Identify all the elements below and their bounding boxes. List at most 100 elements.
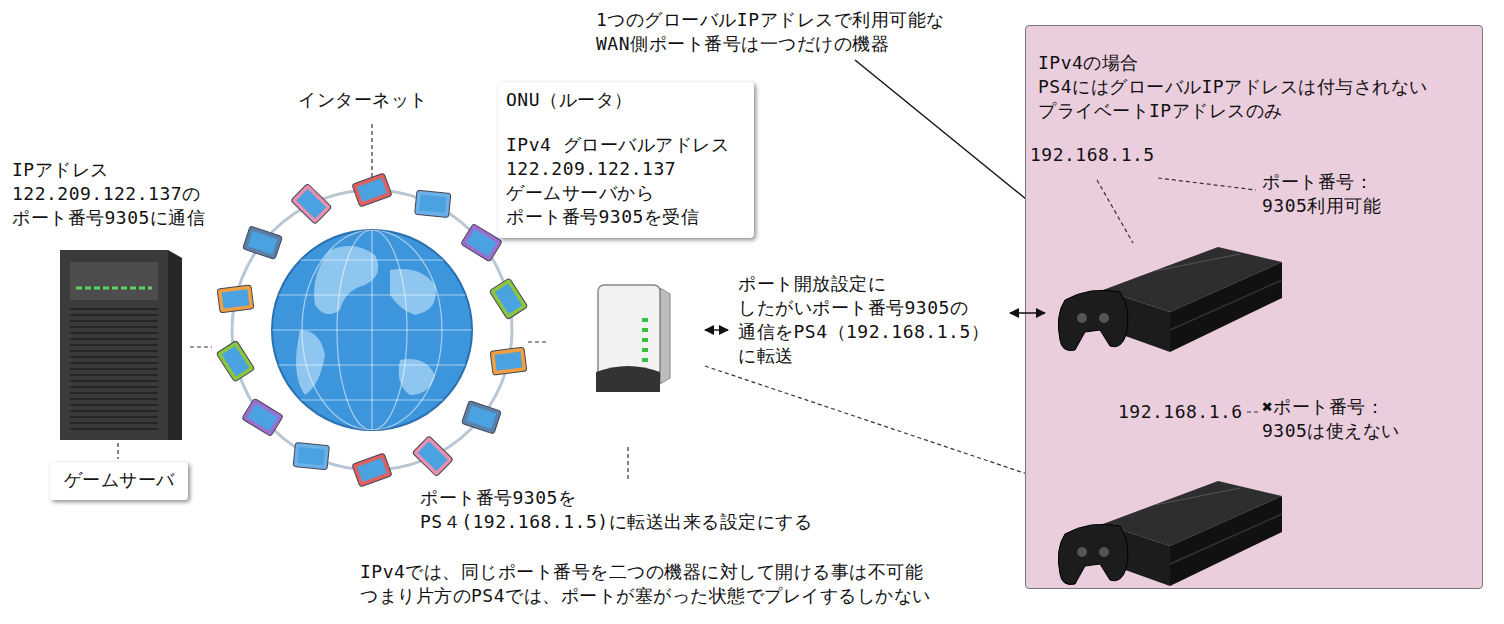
device-icons bbox=[352, 173, 392, 207]
device-icons bbox=[490, 347, 527, 375]
dashed-leader bbox=[1247, 411, 1258, 412]
router-illustration bbox=[642, 338, 648, 342]
device-icons bbox=[291, 183, 332, 224]
dashed-leader bbox=[1097, 180, 1133, 243]
device-icons bbox=[296, 189, 326, 219]
device-icons bbox=[216, 173, 528, 487]
dashed-leader bbox=[371, 124, 372, 178]
router-illustration bbox=[642, 328, 648, 332]
arrow bbox=[705, 329, 728, 330]
server-illustration bbox=[70, 308, 158, 432]
router-illustration bbox=[596, 285, 670, 392]
dashed-leader bbox=[528, 341, 548, 342]
internet-globe bbox=[296, 330, 325, 395]
device-icons bbox=[357, 178, 387, 202]
device-icons bbox=[412, 436, 453, 477]
device-icons bbox=[293, 443, 329, 470]
device-icons bbox=[248, 231, 278, 254]
device-icons bbox=[467, 406, 497, 429]
device-icons bbox=[495, 284, 523, 315]
box-heading: IPv4の場合PS4にはグローバルIPアドレスは付与されないプライベートIPアド… bbox=[1038, 51, 1428, 123]
device-icons bbox=[412, 436, 453, 477]
device-icons bbox=[462, 400, 502, 434]
server-illustration bbox=[76, 287, 152, 290]
ps4-console bbox=[1058, 247, 1282, 352]
internet-globe bbox=[272, 364, 472, 365]
device-icons bbox=[242, 398, 284, 436]
device-icons bbox=[242, 398, 284, 436]
internet-globe bbox=[216, 173, 528, 487]
router-illustration bbox=[596, 366, 660, 392]
box-heading: ゲームサーバ bbox=[64, 468, 175, 492]
dashed-leader bbox=[117, 443, 118, 459]
device-icons bbox=[489, 278, 528, 320]
device-icons bbox=[298, 447, 325, 466]
router-info-box: ONU（ルータ） IPv4 グローバルアドレス122.209.122.137ゲーム… bbox=[498, 82, 754, 238]
ps4-console bbox=[1058, 481, 1282, 586]
device-icons bbox=[495, 352, 523, 371]
box-heading: ONU（ルータ） bbox=[506, 88, 633, 112]
server-name-box: ゲームサーバ bbox=[50, 462, 188, 500]
device-icons bbox=[352, 453, 392, 487]
router-illustration bbox=[642, 358, 648, 362]
device-icons bbox=[291, 183, 332, 224]
device-icons bbox=[352, 453, 392, 487]
arrow bbox=[1010, 312, 1045, 313]
internet-globe bbox=[232, 190, 512, 470]
device-icons bbox=[243, 226, 283, 260]
device-icons bbox=[293, 443, 329, 470]
dashed-leader bbox=[627, 447, 628, 480]
annotation-text: ポート番号9305をPS４(192.168.1.5)に転送出来る設定にする bbox=[420, 486, 812, 534]
device-icons bbox=[490, 347, 527, 375]
device-icons bbox=[217, 285, 254, 313]
device-icons bbox=[357, 458, 387, 482]
server-illustration bbox=[60, 250, 182, 440]
device-icons bbox=[419, 195, 446, 214]
device-icons bbox=[418, 441, 448, 471]
internet-globe bbox=[272, 230, 472, 430]
dashed-leader bbox=[705, 366, 1057, 484]
internet-globe bbox=[272, 399, 472, 400]
internet-globe bbox=[272, 259, 472, 260]
router-illustration bbox=[642, 318, 648, 322]
dashed-leader bbox=[1158, 178, 1256, 190]
device-icons bbox=[462, 400, 502, 434]
internet-globe bbox=[371, 230, 372, 430]
device-icons bbox=[461, 224, 503, 262]
box-body: IPv4 グローバルアドレス122.209.122.137ゲームサーバからポート… bbox=[506, 133, 729, 229]
device-icons bbox=[216, 340, 255, 382]
router-illustration bbox=[642, 348, 648, 352]
device-icons bbox=[222, 346, 250, 377]
internet-globe bbox=[296, 246, 436, 395]
annotation-text: ✖ポート番号：9305は使えない bbox=[1262, 395, 1400, 443]
device-icons bbox=[489, 278, 528, 320]
device-icons bbox=[461, 224, 503, 262]
annotation-text: ポート開放設定にしたがいポート番号9305の通信をPS4（192.168.1.5… bbox=[738, 272, 989, 368]
device-icons bbox=[415, 190, 451, 217]
ipv4-panel: IPv4の場合PS4にはグローバルIPアドレスは付与されないプライベートIPアド… bbox=[1025, 25, 1483, 589]
device-icons bbox=[216, 340, 255, 382]
internet-globe bbox=[272, 230, 472, 430]
internet-globe bbox=[314, 246, 378, 314]
annotation-text: 1つのグローバルIPアドレスで利用可能なWAN側ポート番号は一つだけの機器 bbox=[596, 8, 945, 56]
device-icons bbox=[415, 190, 451, 217]
device-icons bbox=[217, 285, 254, 313]
annotation-text: ポート番号：9305利用可能 bbox=[1262, 170, 1381, 218]
server-illustration bbox=[168, 250, 182, 440]
dashed-leader bbox=[1097, 178, 1258, 412]
annotation-text: 192.168.1.5 bbox=[1030, 143, 1155, 167]
router-illustration bbox=[660, 288, 670, 384]
router-illustration bbox=[598, 285, 660, 385]
annotation-text: 192.168.1.6 bbox=[1118, 400, 1243, 424]
internet-globe bbox=[399, 359, 435, 395]
device-icons bbox=[222, 289, 250, 308]
annotation-text: IPアドレス122.209.122.137のポート番号9305に通信 bbox=[12, 158, 205, 230]
annotation-text: IPv4では、同じポート番号を二つの機器に対して開ける事は不可能つまり片方のPS… bbox=[360, 560, 931, 608]
device-icons bbox=[466, 229, 497, 256]
internet-globe bbox=[302, 230, 442, 430]
internet-globe bbox=[272, 294, 472, 295]
device-icons bbox=[243, 226, 283, 260]
device-icons bbox=[247, 404, 278, 431]
server-illustration bbox=[70, 262, 158, 300]
server-illustration bbox=[60, 250, 168, 440]
